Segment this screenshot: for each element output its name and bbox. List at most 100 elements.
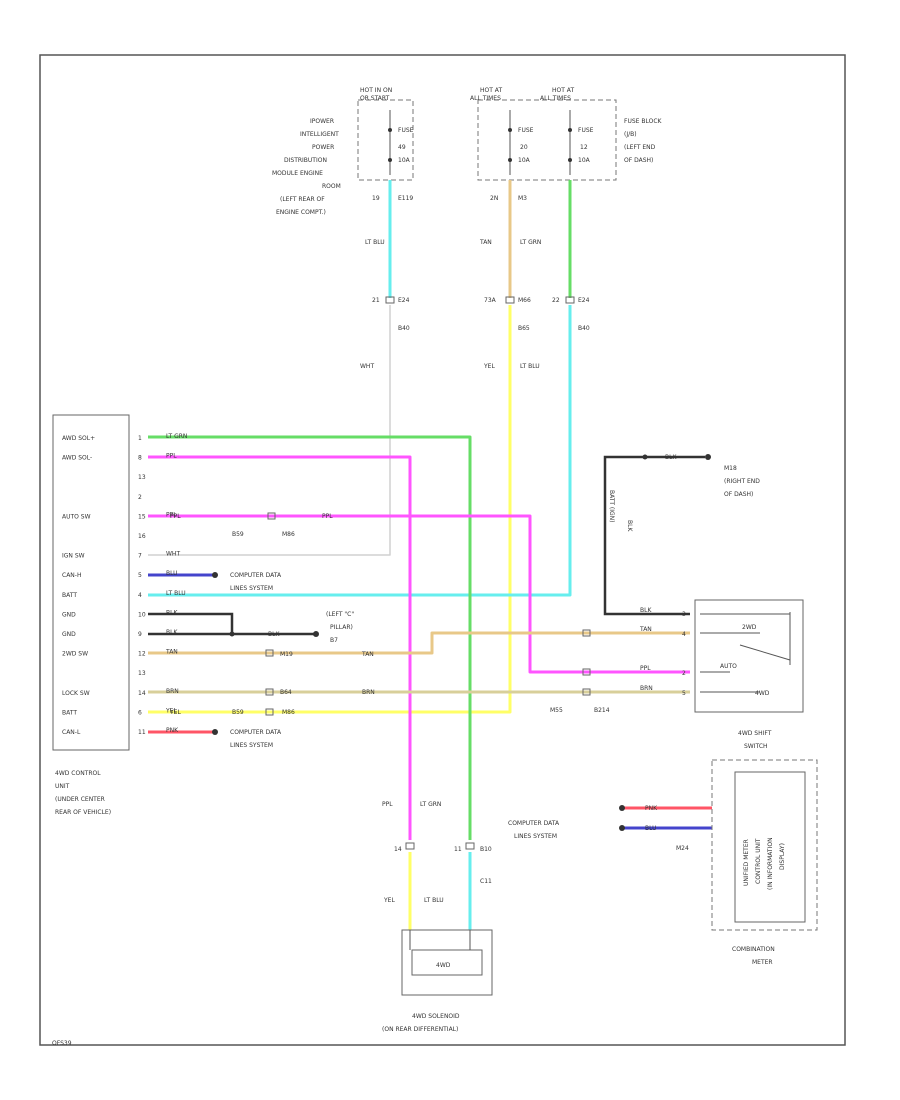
fuse-pin: 2N	[490, 195, 498, 202]
ipdm-desc-5: ROOM	[322, 183, 341, 190]
wire-lt-blu-batt	[148, 305, 572, 597]
solenoid: 4WD PPL LT GRN 14 11 B10 C11 YEL LT BLU …	[382, 801, 493, 1033]
switch-wire-1: TAN	[639, 626, 652, 633]
ipdm-wire-label: LT BLU	[365, 239, 385, 246]
switch-batt-label: BATT (IGN)	[608, 490, 615, 522]
wire-awd-sol-minus	[148, 455, 412, 840]
junction-3-pin: 22	[552, 297, 560, 304]
switch-label-4wd: 4WD	[755, 690, 770, 697]
switch-label-auto: AUTO	[720, 663, 737, 670]
fuse-conn: M3	[518, 195, 527, 202]
junction-1-conn: E24	[398, 297, 410, 304]
unit-pin-label: CAN-L	[62, 729, 81, 736]
meter-inner-3: DISPLAY)	[779, 843, 786, 870]
ipdm-fuse-amp: 10A	[398, 157, 411, 164]
unit-pin-number: 13	[138, 474, 146, 481]
unit-wire-label: LT GRN	[166, 433, 187, 440]
solenoid-conn: B10	[480, 846, 492, 853]
wire-auto-sw	[148, 514, 690, 674]
switch-label-2wd: 2WD	[742, 624, 757, 631]
wires	[148, 180, 712, 930]
fuse-b-no: 12	[580, 144, 588, 151]
unit-pin-number: 7	[138, 553, 142, 560]
ipdm-desc-6: (LEFT REAR OF	[280, 196, 325, 203]
fuse-hot-a: HOT AT	[480, 87, 502, 94]
can-h-label-0: COMPUTER DATA	[230, 572, 282, 579]
unit-pin-number: 11	[138, 729, 146, 736]
unit-pin-number: 9	[138, 631, 142, 638]
meter-inner-1: CONTROL UNIT	[755, 838, 762, 884]
unit-wire-label: LT BLU	[166, 590, 186, 597]
wire-yel-batt	[148, 305, 512, 714]
meter-name-0: COMBINATION	[732, 946, 775, 953]
ipdm-pin: 19	[372, 195, 380, 202]
junction-3-conn: E24	[578, 297, 590, 304]
fuse-b-amp: 10A	[578, 157, 591, 164]
unit-wire-label: BLU	[166, 570, 178, 577]
wire-wht-ign	[148, 305, 391, 556]
solenoid-right-pin: 11	[454, 846, 462, 853]
unit-name-3: REAR OF VEHICLE)	[55, 809, 111, 816]
unit-pin-number: 6	[138, 709, 142, 716]
ground-b7-label-1: PILLAR)	[330, 624, 353, 631]
meter-conn: M24	[676, 845, 689, 852]
unit-wire-label: TAN	[165, 649, 178, 656]
batt-conn2-label: M86	[282, 709, 295, 716]
switch-wire-0: BLK	[640, 607, 652, 614]
fuse-desc-2: (LEFT END	[624, 144, 656, 151]
fuse-desc-0: FUSE BLOCK	[624, 118, 663, 125]
unit-name-2: (UNDER CENTER	[55, 796, 105, 803]
unit-pin-number: 12	[138, 651, 146, 658]
meter-data-label-1: LINES SYSTEM	[514, 833, 557, 840]
switch-pin-3: 5	[682, 690, 686, 697]
auto-mid-label: PPL	[170, 513, 181, 520]
can-l-label-0: COMPUTER DATA	[230, 729, 282, 736]
ground-b7-label-0: (LEFT "C"	[326, 611, 354, 618]
fuse-a-label: FUSE	[518, 127, 534, 134]
fuse-desc-1: (J/B)	[624, 131, 637, 138]
ipdm-desc-2: POWER	[312, 144, 334, 151]
meter-data-label-0: COMPUTER DATA	[508, 820, 560, 827]
ground-m18-desc-0: (RIGHT END	[724, 478, 760, 485]
ipdm-block: HOT IN ON OR START FUSE 49 10A IPOWER IN…	[272, 87, 414, 246]
unit-wire-label: BLK	[166, 629, 178, 636]
solenoid-right-lower: LT BLU	[424, 897, 444, 904]
junction-1-pin: 21	[372, 297, 380, 304]
ground-m18-wire: BLK	[665, 454, 677, 461]
unit-pin-label: 2WD SW	[62, 651, 88, 658]
ipdm-desc-3: DISTRIBUTION	[284, 157, 327, 164]
ipdm-conn: E119	[398, 195, 413, 202]
fuse-block: HOT AT ALL TIMES HOT AT ALL TIMES FUSE 2…	[470, 87, 663, 246]
twowd-mid-label: TAN	[361, 651, 374, 658]
solenoid-left-lower: YEL	[383, 897, 395, 904]
unit-wire-label: PNK	[166, 727, 179, 734]
unit-pin-number: 8	[138, 455, 142, 462]
unit-pin-label: CAN-H	[62, 572, 81, 579]
unit-pin-number: 10	[138, 611, 146, 618]
meter-name-1: METER	[752, 959, 773, 966]
junction-2-conn: M66	[518, 297, 531, 304]
batt-conn-label: B59	[232, 709, 244, 716]
junction-2-sub: B65	[518, 325, 530, 332]
ipdm-hot-label2: OR START	[360, 95, 390, 102]
ground-b7-label-2: B7	[330, 637, 338, 644]
switch-vert-wire: BLK	[626, 520, 633, 532]
ground-b7-dot	[313, 631, 319, 637]
solenoid-left-wire: PPL	[382, 801, 393, 808]
fuse-hot-b: HOT AT	[552, 87, 574, 94]
fuse-b-label: FUSE	[578, 127, 594, 134]
unit-pin-number: 4	[138, 592, 142, 599]
solenoid-name-0: 4WD SOLENOID	[412, 1013, 460, 1020]
switch-conn: M55	[550, 707, 563, 714]
unit-pin-label: IGN SW	[62, 553, 85, 560]
switch-pin-0: 3	[682, 611, 686, 618]
combination-meter: COMPUTER DATA LINES SYSTEM PNK BLU M24 U…	[508, 759, 818, 966]
auto-conn-label: B59	[232, 531, 244, 538]
wire-awd-sol-plus	[148, 435, 472, 840]
unit-pin-label: AUTO SW	[62, 513, 91, 520]
unit-name-1: UNIT	[55, 783, 70, 790]
switch-name-0: 4WD SHIFT	[738, 730, 772, 737]
ipdm-desc-1: INTELLIGENT	[300, 131, 339, 138]
ground-wire-label: BLK	[268, 631, 280, 638]
